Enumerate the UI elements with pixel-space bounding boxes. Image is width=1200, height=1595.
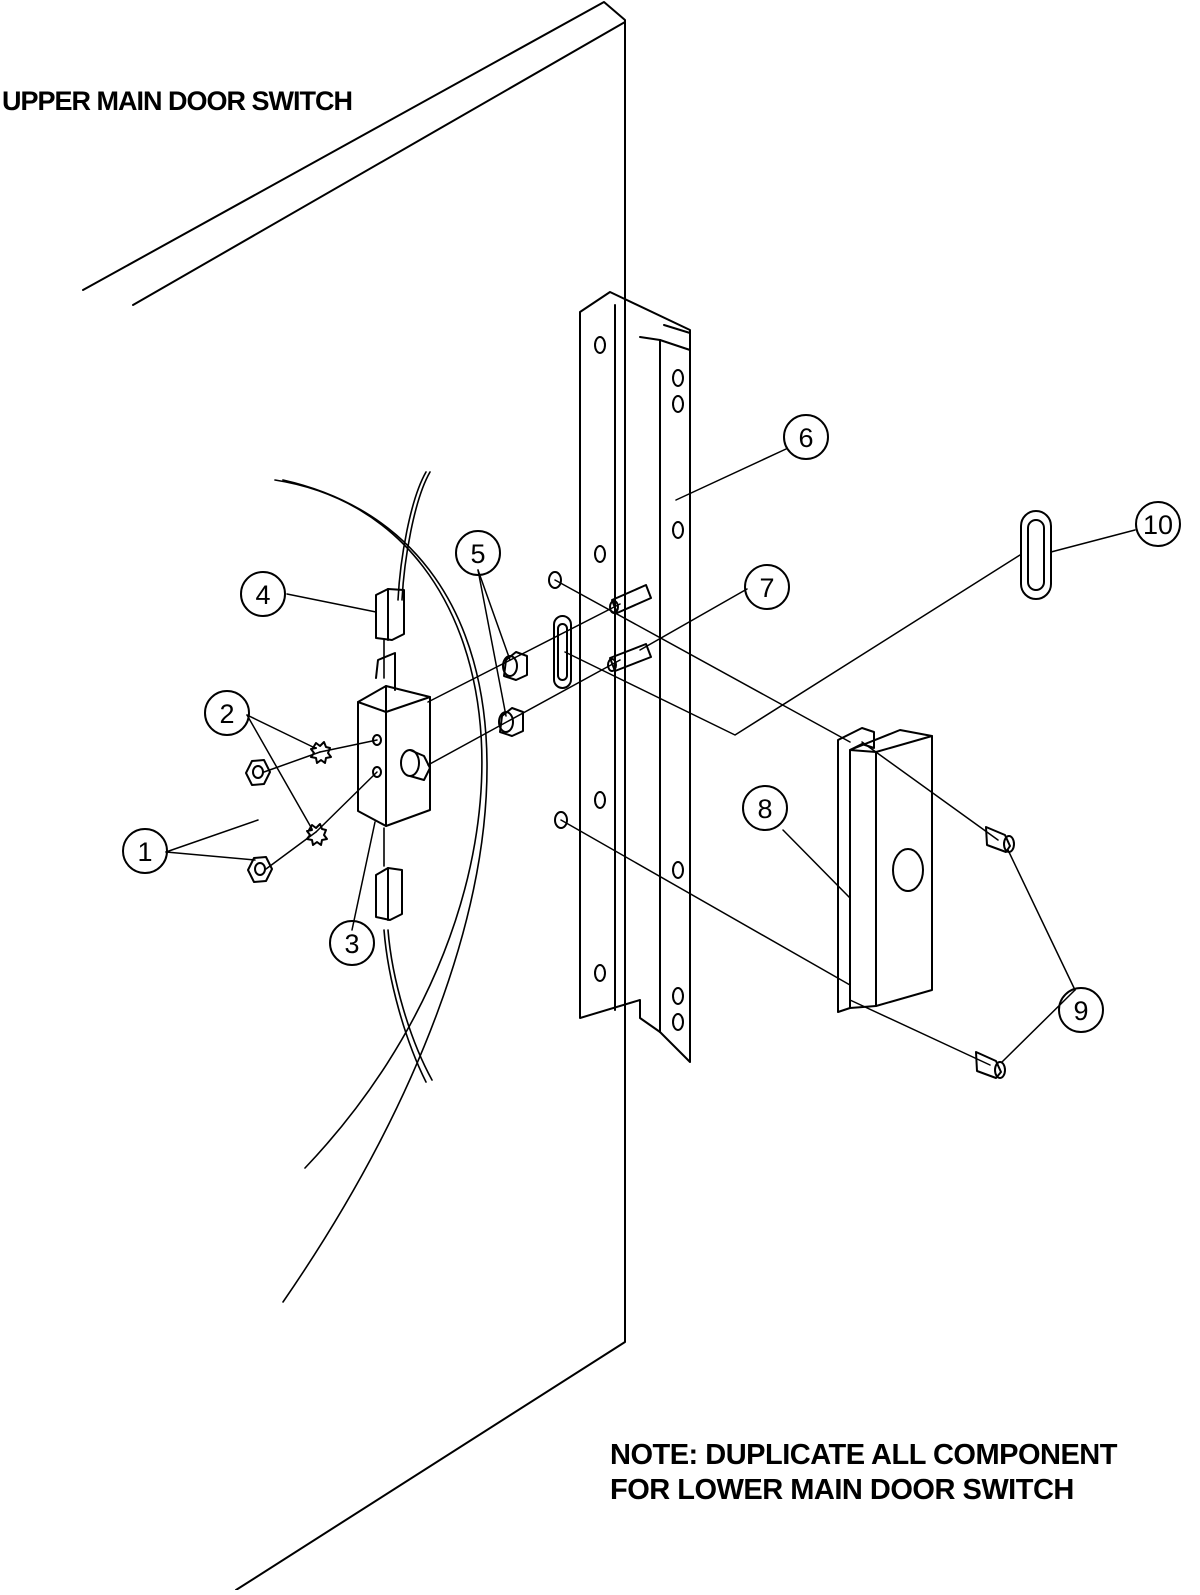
door-switch (357, 652, 431, 827)
callout-2: 2 (204, 690, 250, 736)
lock-washers (306, 741, 332, 846)
svg-text:10: 10 (1143, 510, 1173, 540)
callout-9: 9 (1058, 987, 1104, 1033)
callout-6: 6 (783, 414, 829, 460)
wire-harness (274, 471, 488, 1303)
svg-text:7: 7 (759, 573, 774, 603)
connectors (375, 588, 405, 921)
svg-text:3: 3 (344, 929, 359, 959)
door-panel (82, 1, 626, 1591)
callout-leaders (165, 448, 1136, 1063)
door-holes (548, 571, 568, 829)
assembly-lines (263, 554, 1021, 1066)
callout-bubbles: 1 2 3 4 5 6 7 (122, 414, 1181, 1033)
svg-text:1: 1 (137, 837, 152, 867)
svg-text:5: 5 (470, 539, 485, 569)
svg-text:4: 4 (255, 580, 270, 610)
callout-5: 5 (455, 530, 501, 576)
callout-1: 1 (122, 828, 168, 874)
note-line-2: FOR LOWER MAIN DOOR SWITCH (610, 1474, 1074, 1506)
svg-text:2: 2 (219, 699, 234, 729)
spacers (498, 651, 528, 737)
actuator-block (837, 727, 933, 1013)
callout-4: 4 (240, 571, 286, 617)
slot-grommet (1020, 510, 1052, 600)
note-line-1: NOTE: DUPLICATE ALL COMPONENT (610, 1439, 1117, 1471)
callout-8: 8 (742, 785, 788, 831)
callout-3: 3 (329, 920, 375, 966)
hex-nuts (245, 759, 273, 883)
screws (975, 826, 1015, 1079)
diagram-title: UPPER MAIN DOOR SWITCH (2, 86, 353, 116)
mounting-bracket (553, 291, 691, 1063)
svg-text:9: 9 (1073, 996, 1088, 1026)
svg-text:8: 8 (757, 794, 772, 824)
svg-text:6: 6 (798, 423, 813, 453)
callout-10: 10 (1135, 501, 1181, 547)
callout-7: 7 (744, 564, 790, 610)
duplicate-note: NOTE: DUPLICATE ALL COMPONENT FOR LOWER … (610, 1438, 1117, 1508)
